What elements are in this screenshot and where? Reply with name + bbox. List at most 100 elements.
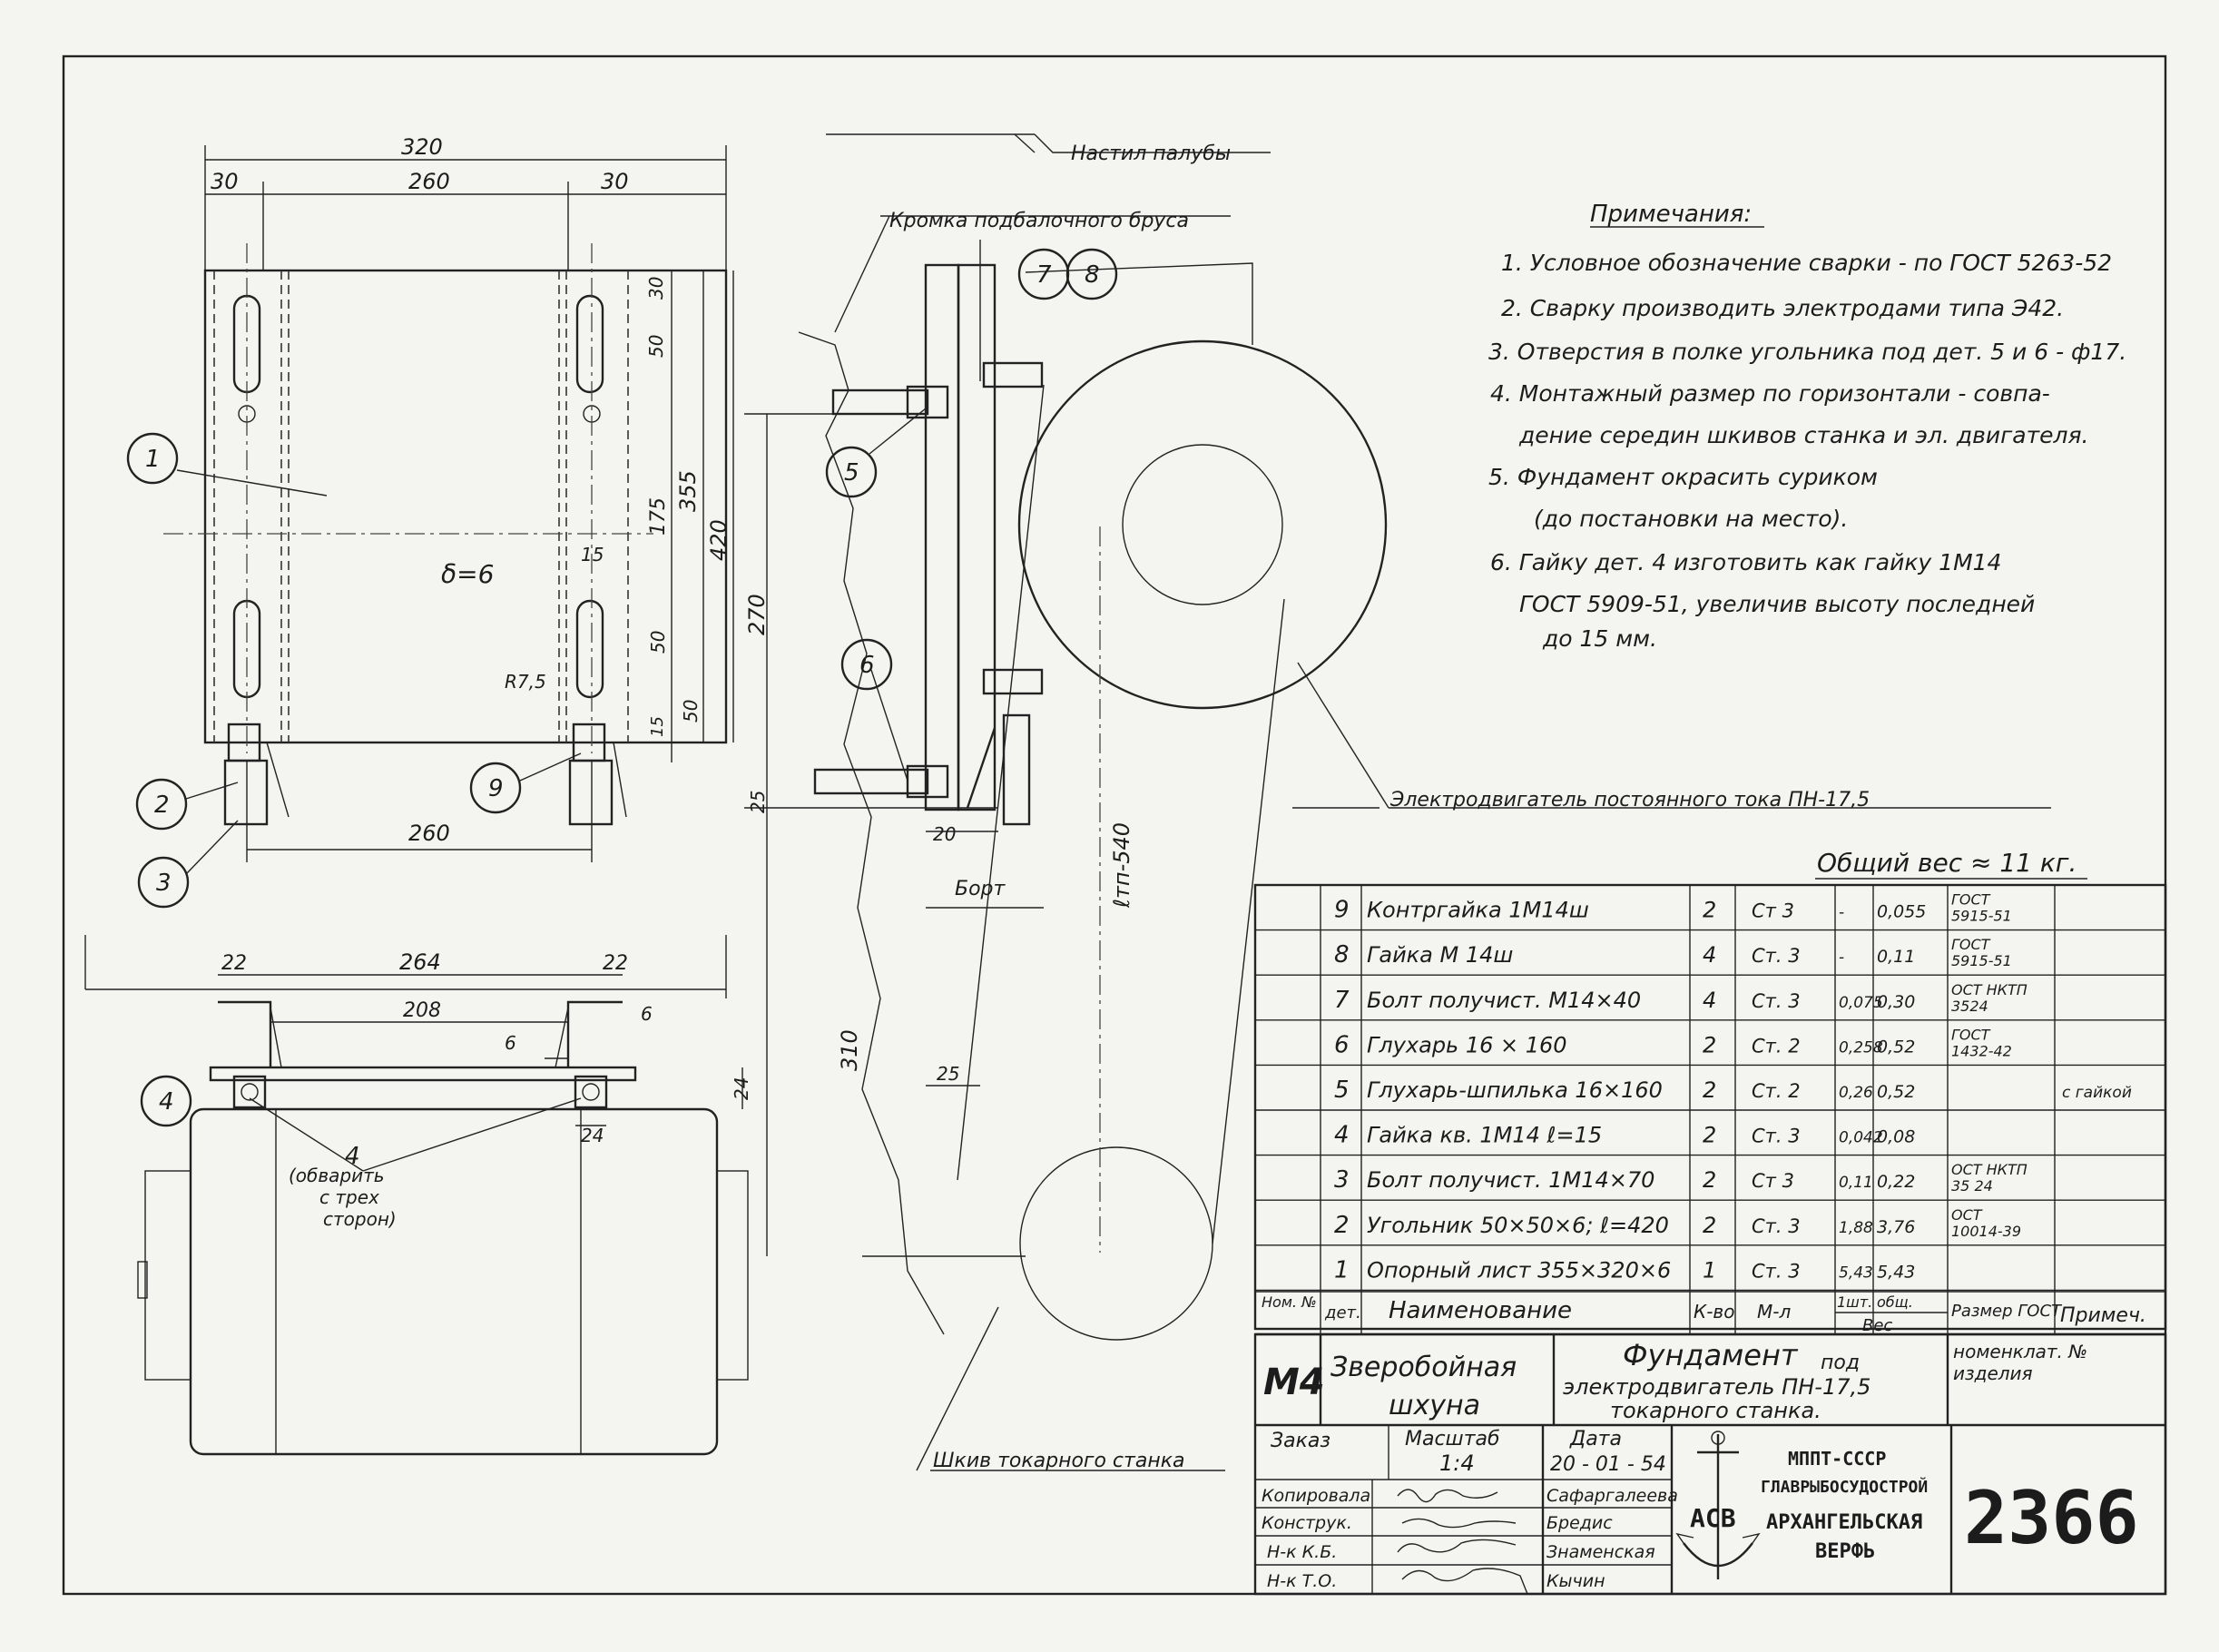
dim-15-hole: 15 [581, 544, 604, 565]
signatures [1397, 1489, 1528, 1595]
cell-material: Ст 3 [1752, 1170, 1794, 1192]
cell-material: Ст. 3 [1752, 990, 1801, 1012]
parts-table-header: Ном. № дет. Наименование К-во М-л 1шт. о… [1262, 1293, 2146, 1335]
tb-date: 20 - 01 - 54 [1550, 1453, 1666, 1476]
label-motor: Электродвигатель постоянного тока ПН-17,… [1389, 789, 1870, 811]
cell-qty: 2 [1703, 1077, 1716, 1103]
dim-30-v: 30 [645, 277, 667, 300]
dim-420-v: 420 [706, 519, 731, 561]
note-line-6: 5. Фундамент окрасить суриком [1488, 464, 1878, 490]
note-line-5: дение середин шкивов станка и эл. двигат… [1518, 422, 2088, 448]
front-dimensions [204, 145, 734, 862]
cell-standard: ГОСТ [1951, 936, 1991, 953]
cell-name: Глухарь-шпилька 16×160 [1367, 1077, 1663, 1103]
cell-standard: ГОСТ [1951, 891, 1991, 909]
cell-no: 1 [1334, 1256, 1350, 1283]
tb-product: изделия [1953, 1362, 2033, 1384]
cell-total-weight: 0,30 [1877, 992, 1915, 1012]
dim-belt: ℓтп-540 [1109, 822, 1134, 909]
cell-unit-weight: 1,88 [1839, 1219, 1873, 1237]
dim-260-bottom: 260 [408, 821, 450, 846]
balloon-4: 4 [159, 1088, 174, 1116]
weld-size: 4 [345, 1143, 360, 1170]
tb-subtitle-3: токарного станка. [1610, 1398, 1821, 1423]
dim-30-right: 30 [601, 169, 629, 194]
tb-org-3: АРХАНГЕЛЬСКАЯ [1766, 1511, 1922, 1534]
dim-25b: 25 [937, 1063, 959, 1085]
tb-role-4: Н-к Т.О. [1267, 1571, 1337, 1591]
tb-subtitle-1: под [1821, 1352, 1860, 1374]
hdr-mat: М-л [1757, 1301, 1791, 1323]
hdr-weight: Вес [1862, 1316, 1892, 1335]
balloon-3: 3 [156, 870, 172, 897]
cell-total-weight: 0,52 [1877, 1082, 1915, 1102]
cell-no: 2 [1334, 1212, 1350, 1239]
cell-total-weight: 0,22 [1877, 1172, 1915, 1192]
cell-no: 8 [1334, 941, 1350, 969]
dim-radius: R7,5 [505, 671, 546, 693]
cell-total-weight: 0,08 [1877, 1127, 1915, 1147]
dim-6-b: 6 [641, 1003, 653, 1025]
balloon-8: 8 [1085, 261, 1100, 289]
dim-22-left: 22 [221, 952, 247, 975]
note-line-3: 3. Отверстия в полке угольника под дет. … [1488, 339, 2126, 365]
cell-standard: 5915-51 [1951, 952, 2012, 969]
balloon-1: 1 [145, 446, 161, 473]
dim-20: 20 [933, 823, 956, 845]
balloon-shapes [126, 248, 1118, 1127]
tb-nomenclature: номенклат. № [1953, 1341, 2087, 1362]
callout-labels: Настил палубы Кромка подбалочного бруса … [289, 143, 1870, 1472]
dim-30-left: 30 [211, 169, 239, 194]
note-line-1: 1. Условное обозначение сварки - по ГОСТ… [1501, 250, 2112, 276]
cell-material: Ст. 2 [1752, 1080, 1801, 1102]
cell-no: 4 [1334, 1122, 1350, 1149]
tb-org-2: ГЛАВРЫБОСУДОСТРОЙ [1761, 1477, 1928, 1497]
weld-note-2: с трех [319, 1186, 379, 1208]
cell-standard: 5915-51 [1951, 908, 2012, 925]
cell-unit-weight: 0,258 [1839, 1038, 1883, 1057]
dim-25: 25 [747, 791, 769, 813]
cell-standard: ОСТ [1951, 1206, 1983, 1224]
cell-qty: 2 [1703, 1213, 1716, 1238]
cell-no: 6 [1334, 1031, 1350, 1058]
cell-name: Опорный лист 355×320×6 [1367, 1257, 1671, 1283]
cell-material: Ст. 3 [1752, 945, 1801, 967]
hdr-nom: Ном. № [1262, 1293, 1317, 1311]
cell-name: Гайка кв. 1М14 ℓ=15 [1367, 1123, 1602, 1148]
tb-role-3: Н-к К.Б. [1267, 1542, 1337, 1562]
cell-name: Контргайка 1М14ш [1367, 898, 1589, 923]
label-side: Борт [955, 878, 1006, 900]
dim-310: 310 [837, 1029, 862, 1071]
plan-view [84, 935, 749, 1456]
cell-standard: 10014-39 [1951, 1223, 2021, 1240]
shipyard-logo [1675, 1431, 1761, 1579]
cell-qty: 4 [1703, 988, 1716, 1013]
dim-260-top: 260 [408, 169, 450, 194]
cell-standard: ОСТ НКТП [1951, 981, 2028, 998]
cell-unit-weight: 0,26 [1839, 1084, 1873, 1102]
tb-title: Фундамент [1623, 1338, 1799, 1372]
tb-logo-letters: АСВ [1690, 1503, 1736, 1533]
tb-vessel-1: Зверобойная [1330, 1352, 1517, 1383]
tb-role-2: Конструк. [1262, 1513, 1352, 1533]
cell-unit-weight: - [1839, 949, 1844, 967]
label-pulley: Шкив токарного станка [933, 1450, 1184, 1472]
cell-no: 3 [1334, 1166, 1350, 1194]
cell-total-weight: 3,76 [1877, 1217, 1915, 1237]
dimension-texts: 320 260 30 30 260 15 R7,5 δ=6 30 50 175 … [211, 134, 1134, 1170]
cell-no: 9 [1334, 897, 1350, 924]
cell-no: 7 [1334, 987, 1350, 1014]
cell-qty: 2 [1703, 1032, 1716, 1057]
tb-role-1: Копировала [1262, 1486, 1370, 1506]
cell-unit-weight: 0,042 [1839, 1129, 1883, 1147]
weld-note-1: (обварить [289, 1165, 385, 1186]
note-line-10: до 15 мм. [1542, 625, 1657, 652]
tb-drawing-number: 2366 [1964, 1476, 2139, 1560]
cell-qty: 2 [1703, 898, 1716, 923]
cell-name: Болт получист. М14×40 [1367, 988, 1641, 1013]
hdr-total: общ. [1877, 1293, 1913, 1311]
tb-person-1: Сафаргалеева [1546, 1486, 1678, 1506]
label-beam-edge: Кромка подбалочного бруса [889, 210, 1189, 232]
